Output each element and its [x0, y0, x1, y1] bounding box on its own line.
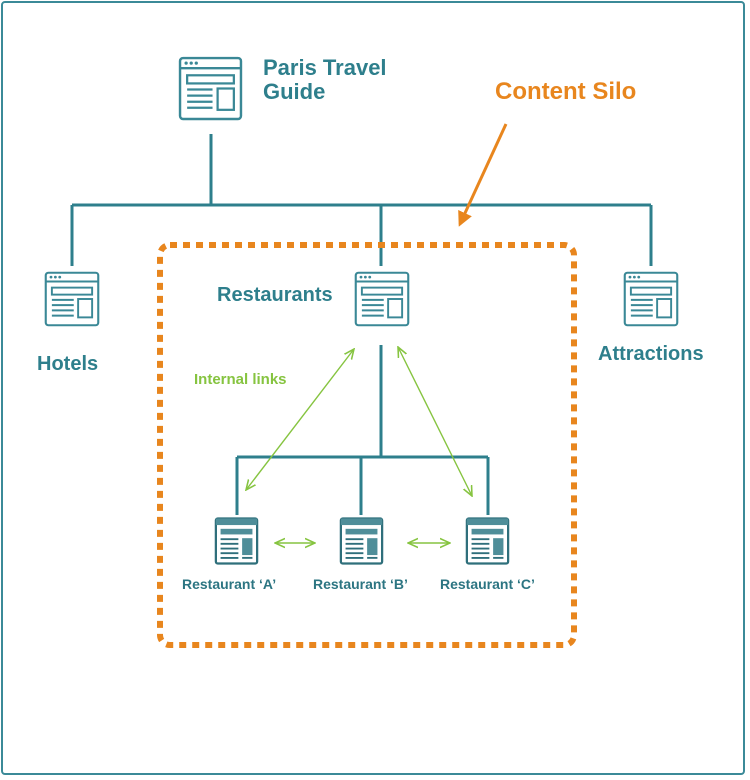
- webpage-icon: [178, 56, 243, 121]
- webpage-icon: [623, 271, 679, 327]
- restaurant-c-label: Restaurant ‘C’: [440, 576, 535, 592]
- category-hotels-label: Hotels: [37, 353, 99, 375]
- content-silo-arrow: [458, 123, 508, 227]
- root-page-title: Paris Travel Guide: [263, 55, 387, 105]
- category-attractions-label: Attractions: [598, 343, 704, 365]
- tree-connectors: [70, 134, 653, 515]
- category-restaurants-label: Restaurants: [217, 284, 333, 306]
- article-icon: [214, 517, 259, 565]
- webpage-icon: [44, 271, 100, 327]
- internal-link-arrow-c: [398, 347, 472, 496]
- restaurant-a-label: Restaurant ‘A’: [182, 576, 277, 592]
- internal-link-arrows: [246, 347, 472, 543]
- internal-link-arrow-a: [246, 349, 354, 490]
- content-silo-label: Content Silo: [495, 78, 637, 105]
- article-icon: [339, 517, 384, 565]
- internal-links-label: Internal links: [194, 371, 287, 388]
- article-icon: [465, 517, 510, 565]
- webpage-icon: [354, 271, 410, 327]
- restaurant-b-label: Restaurant ‘B’: [313, 576, 408, 592]
- content-silo-box: [157, 242, 577, 648]
